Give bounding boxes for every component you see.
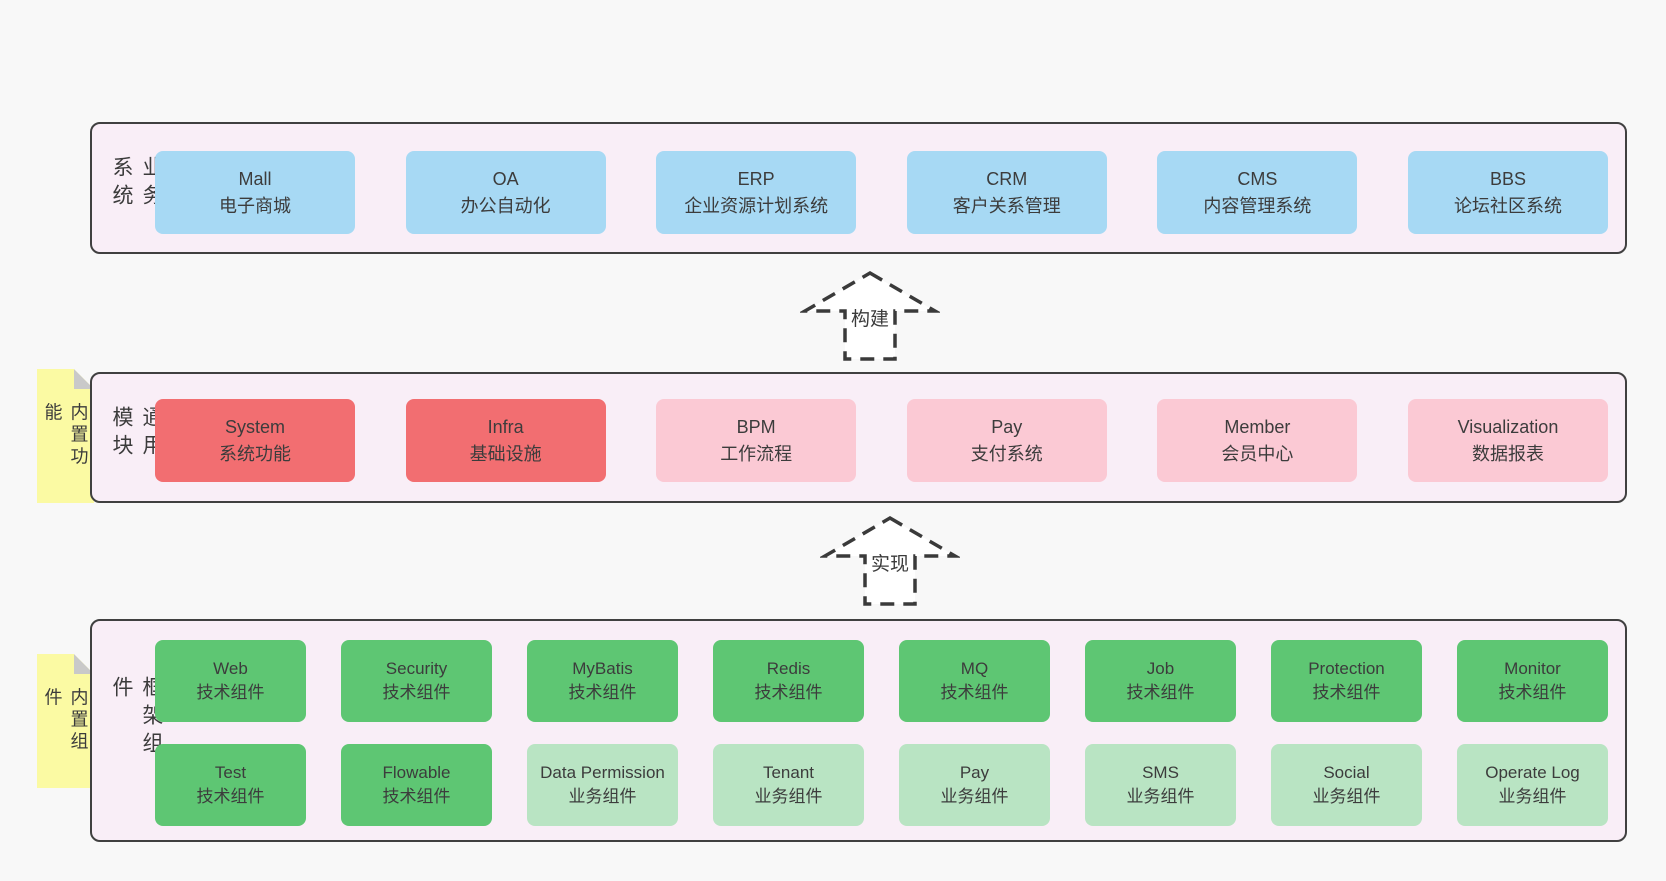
box-tenant: Tenant 业务组件: [713, 744, 864, 826]
box-subtitle: 技术组件: [382, 787, 451, 806]
box-operate-log: Operate Log 业务组件: [1457, 744, 1608, 826]
box-title: Test: [214, 763, 247, 783]
box-subtitle: 工作流程: [720, 443, 793, 464]
box-subtitle: 会员中心: [1221, 443, 1294, 464]
box-title: Tenant: [762, 763, 815, 783]
box-title: ERP: [737, 169, 775, 190]
box-title: CMS: [1237, 169, 1278, 190]
box-erp: ERP 企业资源计划系统: [656, 151, 857, 234]
box-protection: Protection 技术组件: [1271, 640, 1422, 722]
business-systems-row: Mall 电子商城 OA 办公自动化 ERP 企业资源计划系统 CRM 客户关系…: [155, 151, 1608, 234]
band-framework-components: 框架组件 Web 技术组件 Security 技术组件 MyBatis 技术组件…: [90, 619, 1627, 842]
box-title: Job: [1146, 659, 1175, 679]
box-redis: Redis 技术组件: [713, 640, 864, 722]
box-pay-business: Pay 业务组件: [899, 744, 1050, 826]
box-title: Operate Log: [1485, 763, 1580, 783]
box-title: Web: [213, 659, 248, 679]
box-subtitle: 电子商城: [219, 195, 291, 216]
box-title: Visualization: [1457, 417, 1559, 438]
box-title: Protection: [1308, 659, 1385, 679]
sticky-tab-label: 内置功能: [42, 402, 89, 469]
box-subtitle: 业务组件: [1498, 787, 1567, 806]
box-title: Redis: [766, 659, 811, 679]
box-visualization: Visualization 数据报表: [1407, 399, 1608, 482]
box-job: Job 技术组件: [1085, 640, 1236, 722]
box-title: Flowable: [382, 763, 451, 783]
framework-components-row-1: Web 技术组件 Security 技术组件 MyBatis 技术组件 Redi…: [155, 640, 1608, 722]
box-subtitle: 技术组件: [1312, 683, 1381, 702]
arrow-label: 实现: [867, 549, 913, 576]
box-subtitle: 技术组件: [1498, 683, 1567, 702]
box-bpm: BPM 工作流程: [656, 399, 857, 482]
box-pay: Pay 支付系统: [906, 399, 1107, 482]
box-subtitle: 技术组件: [568, 683, 637, 702]
box-title: Member: [1224, 417, 1291, 438]
box-title: Mall: [238, 169, 272, 190]
box-title: SMS: [1142, 763, 1179, 783]
box-mq: MQ 技术组件: [899, 640, 1050, 722]
box-social: Social 业务组件: [1271, 744, 1422, 826]
box-subtitle: 业务组件: [754, 787, 823, 806]
box-subtitle: 办公自动化: [460, 195, 551, 216]
box-subtitle: 技术组件: [382, 683, 451, 702]
box-subtitle: 数据报表: [1471, 443, 1544, 464]
sticky-tab-label: 内置组件: [42, 687, 89, 754]
build-arrow: 构建: [800, 268, 940, 364]
box-cms: CMS 内容管理系统: [1157, 151, 1358, 234]
sticky-tab-builtin-components: 内置组件: [37, 654, 94, 788]
box-member: Member 会员中心: [1157, 399, 1358, 482]
box-subtitle: 支付系统: [970, 443, 1043, 464]
implement-arrow: 实现: [820, 513, 960, 609]
box-title: Pay: [959, 763, 990, 783]
box-flowable: Flowable 技术组件: [341, 744, 492, 826]
box-sms: SMS 业务组件: [1085, 744, 1236, 826]
box-web: Web 技术组件: [155, 640, 306, 722]
box-subtitle: 客户关系管理: [952, 195, 1061, 216]
box-subtitle: 业务组件: [1312, 787, 1381, 806]
box-title: CRM: [986, 169, 1028, 190]
box-subtitle: 系统功能: [219, 443, 291, 464]
box-subtitle: 业务组件: [568, 787, 637, 806]
box-subtitle: 论坛社区系统: [1453, 195, 1562, 216]
box-title: Data Permission: [540, 763, 665, 783]
box-bbs: BBS 论坛社区系统: [1407, 151, 1608, 234]
box-infra: Infra 基础设施: [405, 399, 606, 482]
box-subtitle: 企业资源计划系统: [684, 195, 829, 216]
box-title: Pay: [991, 417, 1023, 438]
box-crm: CRM 客户关系管理: [906, 151, 1107, 234]
box-subtitle: 基础设施: [469, 443, 542, 464]
box-title: Social: [1323, 763, 1370, 783]
box-test: Test 技术组件: [155, 744, 306, 826]
box-title: Infra: [487, 417, 524, 438]
box-subtitle: 业务组件: [1126, 787, 1195, 806]
box-subtitle: 技术组件: [196, 683, 265, 702]
common-modules-row: System 系统功能 Infra 基础设施 BPM 工作流程 Pay 支付系统…: [155, 399, 1608, 482]
box-title: OA: [492, 169, 519, 190]
sticky-tab-builtin-features: 内置功能: [37, 369, 94, 503]
box-monitor: Monitor 技术组件: [1457, 640, 1608, 722]
box-subtitle: 技术组件: [940, 683, 1009, 702]
framework-components-row-2: Test 技术组件 Flowable 技术组件 Data Permission …: [155, 744, 1608, 826]
box-title: Monitor: [1504, 659, 1561, 679]
box-security: Security 技术组件: [341, 640, 492, 722]
box-title: BPM: [736, 417, 776, 438]
box-title: MQ: [960, 659, 989, 679]
box-subtitle: 内容管理系统: [1203, 195, 1312, 216]
box-title: BBS: [1489, 169, 1526, 190]
box-system: System 系统功能: [155, 399, 355, 482]
arrow-label: 构建: [847, 304, 893, 331]
box-mall: Mall 电子商城: [155, 151, 355, 234]
box-subtitle: 业务组件: [940, 787, 1009, 806]
band-business-systems: 业务系统 Mall 电子商城 OA 办公自动化 ERP 企业资源计划系统 CRM…: [90, 122, 1627, 254]
band-common-modules: 通用模块 System 系统功能 Infra 基础设施 BPM 工作流程 Pay…: [90, 372, 1627, 503]
box-data-permission: Data Permission 业务组件: [527, 744, 678, 826]
box-title: Security: [385, 659, 448, 679]
box-subtitle: 技术组件: [1126, 683, 1195, 702]
box-mybatis: MyBatis 技术组件: [527, 640, 678, 722]
box-oa: OA 办公自动化: [405, 151, 606, 234]
box-subtitle: 技术组件: [754, 683, 823, 702]
box-subtitle: 技术组件: [196, 787, 265, 806]
box-title: System: [224, 417, 285, 438]
box-title: MyBatis: [572, 659, 633, 679]
